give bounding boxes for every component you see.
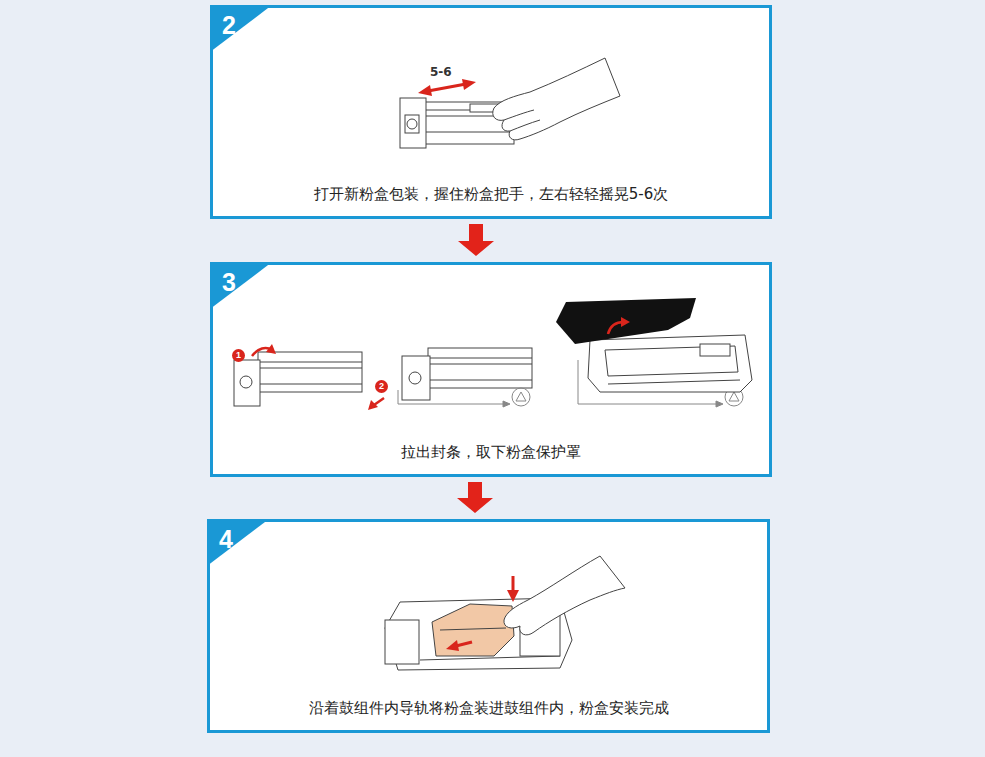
shake-arrow-head — [418, 85, 432, 96]
recycle-icon — [512, 388, 530, 406]
cartridge-ridge — [430, 380, 532, 381]
cartridge-end — [402, 356, 430, 400]
flow-arrow-shape — [457, 482, 493, 513]
shake-count: 5-6 — [428, 65, 454, 79]
step-number: 3 — [222, 268, 236, 296]
panel-ground — [207, 519, 770, 733]
installed-cartridge — [432, 604, 514, 656]
cartridge-ridge — [430, 358, 532, 359]
cartridge-ridge — [260, 368, 362, 369]
insert-arrow-head — [507, 590, 519, 602]
cartridge-ridge — [260, 384, 362, 385]
cartridge-ridge — [426, 132, 514, 133]
step-tab — [210, 5, 272, 52]
recycle-mark — [516, 392, 526, 401]
drum-unit — [588, 335, 752, 392]
step-caption: 沿着鼓组件内导轨将粉盒装进鼓组件内，粉盒安装完成 — [218, 699, 759, 717]
slide-arrow — [456, 642, 472, 646]
panel-ground — [210, 262, 772, 477]
cartridge-end — [400, 98, 426, 148]
cartridge-ridge — [430, 364, 532, 365]
recycle-mark — [729, 392, 739, 401]
discard-path — [398, 390, 505, 404]
hand-outline — [493, 58, 620, 140]
discard-head — [503, 401, 510, 407]
drum-side — [385, 620, 419, 664]
step-panel: 3 拉出封条，取下粉盒保护罩 — [210, 262, 772, 477]
pull-arrow-head — [266, 344, 276, 354]
panel-ground — [210, 5, 772, 219]
hand-finger — [504, 110, 540, 131]
shake-arrow — [418, 79, 476, 96]
cartridge-body — [258, 352, 362, 392]
seal-arrow-head — [368, 400, 378, 410]
toner-cartridge — [234, 352, 362, 406]
toner-cartridge — [402, 348, 532, 400]
step-number: 4 — [219, 525, 233, 553]
flow-arrow-shape — [458, 224, 494, 256]
insert-arrow — [512, 576, 515, 592]
hand-outline — [504, 556, 625, 635]
cartridge-body — [428, 348, 532, 388]
step-tab — [207, 519, 269, 566]
flow-arrow — [457, 482, 493, 513]
cartridge-end — [234, 360, 260, 406]
shake-arrow-head — [462, 79, 476, 90]
step-panel: 4 沿着鼓组件内导轨将粉盒装进鼓组件内，粉盒安装完成 — [207, 519, 770, 733]
step-number: 2 — [222, 11, 236, 39]
callout-number: 1 — [232, 349, 245, 362]
step-caption: 拉出封条，取下粉盒保护罩 — [221, 443, 761, 461]
step-tab — [210, 262, 272, 309]
drum-roller — [420, 656, 560, 660]
drum-gear — [700, 344, 730, 356]
hand — [493, 58, 620, 140]
cover-arrow-head — [621, 317, 630, 327]
step-panel: 2 打开新粉盒包装，握住粉盒把手，左右轻轻摇晃5-6次 — [210, 5, 772, 219]
step-caption: 打开新粉盒包装，握住粉盒把手，左右轻轻摇晃5-6次 — [221, 185, 761, 203]
discard-head — [716, 401, 723, 407]
shake-arrow-line — [428, 84, 466, 91]
cartridge-gear — [409, 372, 421, 384]
cartridge-ridge — [260, 362, 362, 363]
cartridge-gear — [405, 115, 419, 133]
flow-arrow — [458, 224, 494, 256]
seal-arrow — [374, 398, 384, 405]
drum-frame — [588, 335, 752, 392]
cartridge-gear — [407, 119, 417, 129]
slide-arrow-head — [446, 640, 459, 651]
drum-roller — [608, 380, 740, 384]
callout-number: 2 — [375, 380, 388, 393]
cartridge-gear — [240, 376, 252, 388]
cartridge-ridge — [440, 628, 506, 630]
protective-cover — [556, 298, 696, 344]
